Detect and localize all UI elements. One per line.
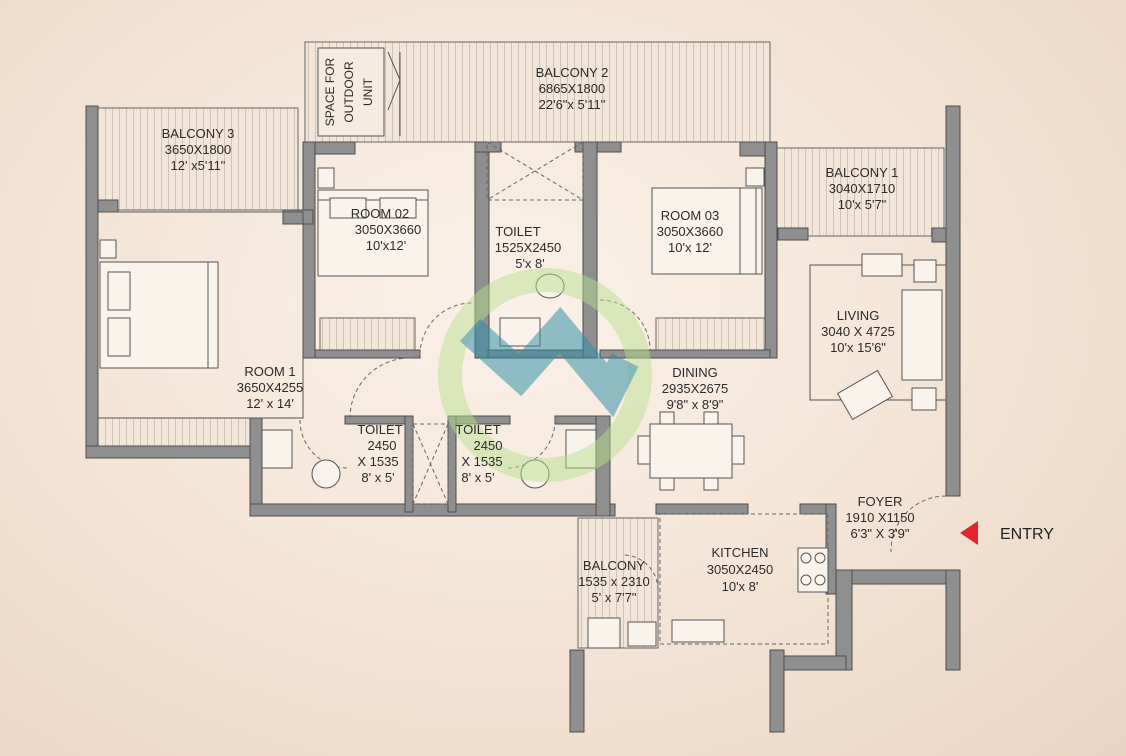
toilet-icon xyxy=(311,273,565,489)
foyer-dims-mm: 1910 X1150 xyxy=(845,510,914,525)
sofa-icon xyxy=(836,253,943,421)
toilet-right-dim1: 2450 xyxy=(474,438,503,453)
door-swings xyxy=(299,299,947,591)
balcony1-dims-mm: 3040X1710 xyxy=(829,181,896,196)
room03-name: ROOM 03 xyxy=(661,208,720,223)
balcony2-dims-mm: 6865X1800 xyxy=(539,81,606,96)
balcony3-dims-ft: 12' x5'11" xyxy=(171,158,226,173)
balcony-floors xyxy=(97,41,945,649)
toilet-top-dims-ft: 5'x 8' xyxy=(515,256,545,271)
basin-icon xyxy=(261,317,597,469)
room03-dims-mm: 3050X3660 xyxy=(657,224,724,239)
balcony1-dims-ft: 10'x 5'7" xyxy=(838,197,887,212)
balcony-kitchen-dims-mm: 1535 x 2310 xyxy=(578,574,650,589)
bed-icon xyxy=(317,167,429,277)
balcony3-dims-mm: 3650X1800 xyxy=(165,142,232,157)
living-name: LIVING xyxy=(837,308,880,323)
toilet-right-name: TOILET xyxy=(455,422,500,437)
room02-dims-mm: 3050X3660 xyxy=(355,222,422,237)
room03-dims-ft: 10'x 12' xyxy=(668,240,712,255)
entry-label: ENTRY xyxy=(1000,526,1054,543)
balcony2-dims-ft: 22'6"x 5'11" xyxy=(539,97,606,112)
dining-name: DINING xyxy=(672,365,718,380)
outdoor-unit-label-3: UNIT xyxy=(361,77,375,106)
room02-name: ROOM 02 xyxy=(351,206,410,221)
toilet-top-dims-mm: 1525X2450 xyxy=(495,240,562,255)
room1-dims-ft: 12' x 14' xyxy=(246,396,294,411)
dining-dims-ft: 9'8" x 8'9" xyxy=(667,397,724,412)
room02-dims-ft: 10'x12' xyxy=(366,238,406,253)
balcony-kitchen-dims-ft: 5' x 7'7" xyxy=(592,590,637,605)
outdoor-unit-space xyxy=(317,47,401,137)
foyer-name: FOYER xyxy=(858,494,903,509)
toilet-top-name: TOILET xyxy=(495,224,540,239)
room1-name: ROOM 1 xyxy=(244,364,295,379)
living-dims-ft: 10'x 15'6" xyxy=(830,340,886,355)
toilet-left-name: TOILET xyxy=(357,422,402,437)
toilet-left-dims-ft: 8' x 5' xyxy=(361,470,394,485)
watermark-logo-icon xyxy=(438,268,652,482)
stove-icon xyxy=(797,547,829,593)
room1-dims-mm: 3650X4255 xyxy=(237,380,304,395)
balcony-kitchen-name: BALCONY xyxy=(583,558,645,573)
balcony2-name: BALCONY 2 xyxy=(536,65,609,80)
sink-icon xyxy=(587,617,725,649)
bed-icon xyxy=(99,239,219,369)
bed-icon xyxy=(651,167,765,275)
living-dims-mm: 3040 X 4725 xyxy=(821,324,895,339)
balcony1-name: BALCONY 1 xyxy=(826,165,899,180)
dining-dims-mm: 2935X2675 xyxy=(662,381,729,396)
toilet-right-dim2: X 1535 xyxy=(461,454,502,469)
balcony3-name: BALCONY 3 xyxy=(162,126,235,141)
outdoor-unit-label-2: OUTDOOR xyxy=(342,61,356,123)
kitchen-name: KITCHEN xyxy=(711,545,768,560)
toilet-right-dims-ft: 8' x 5' xyxy=(461,470,494,485)
kitchen-dims-mm: 3050X2450 xyxy=(707,562,774,577)
toilet-left-dim2: X 1535 xyxy=(357,454,398,469)
dining-table-icon xyxy=(637,411,745,491)
kitchen-dims-ft: 10'x 8' xyxy=(722,579,759,594)
toilet-left-dim1: 2450 xyxy=(368,438,397,453)
foyer-dims-ft: 6'3" X 3'9" xyxy=(850,526,909,541)
outdoor-unit-label-1: SPACE FOR xyxy=(323,57,337,126)
entry-arrow-icon xyxy=(960,521,978,545)
